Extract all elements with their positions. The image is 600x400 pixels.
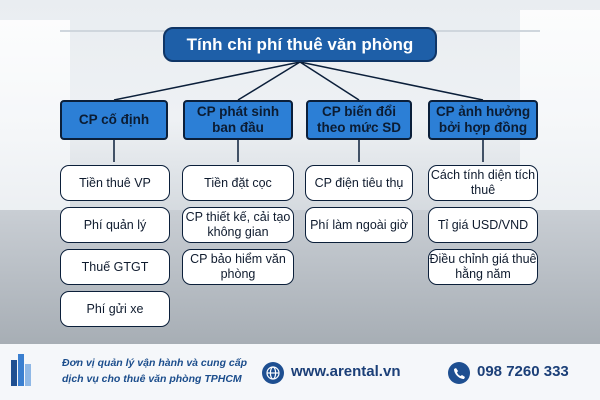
arental-logo xyxy=(11,354,31,386)
category-initial-cost: CP phát sinh ban đầu xyxy=(183,100,293,140)
item-exchange-rate: Tỉ giá USD/VND xyxy=(428,207,538,243)
diagram-title: Tính chi phí thuê văn phòng xyxy=(163,27,437,62)
footer-tagline: Đơn vị quản lý vận hành và cung cấp dịch… xyxy=(62,355,247,387)
item-management-fee: Phí quản lý xyxy=(60,207,170,243)
item-annual-price-adjustment: Điều chỉnh giá thuê hằng năm xyxy=(428,249,538,285)
globe-icon xyxy=(262,362,284,384)
item-vat: Thuế GTGT xyxy=(60,249,170,285)
item-office-rent: Tiền thuê VP xyxy=(60,165,170,201)
footer-bar xyxy=(0,344,600,400)
item-area-calculation: Cách tính diện tích thuê xyxy=(428,165,538,201)
window-left xyxy=(0,20,70,210)
item-overtime-fee: Phí làm ngoài giờ xyxy=(305,207,413,243)
category-variable-cost: CP biến đổi theo mức SD xyxy=(306,100,412,140)
category-contract-cost: CP ảnh hưởng bởi hợp đồng xyxy=(428,100,538,140)
item-deposit: Tiền đặt cọc xyxy=(182,165,294,201)
item-electricity: CP điện tiêu thụ xyxy=(305,165,413,201)
item-parking-fee: Phí gửi xe xyxy=(60,291,170,327)
connector-lines xyxy=(113,61,484,162)
category-fixed-cost: CP cố định xyxy=(60,100,168,140)
tagline-line-1: Đơn vị quản lý vận hành và cung cấp xyxy=(62,357,248,369)
item-design-renovation: CP thiết kế, cải tạo không gian xyxy=(182,207,294,243)
tagline-line-2: dịch vụ cho thuê văn phòng TPHCM xyxy=(62,373,242,385)
item-office-insurance: CP bảo hiểm văn phòng xyxy=(182,249,294,285)
phone-number[interactable]: 098 7260 333 xyxy=(477,363,569,380)
phone-icon xyxy=(448,362,470,384)
website-link[interactable]: www.arental.vn xyxy=(291,363,401,380)
